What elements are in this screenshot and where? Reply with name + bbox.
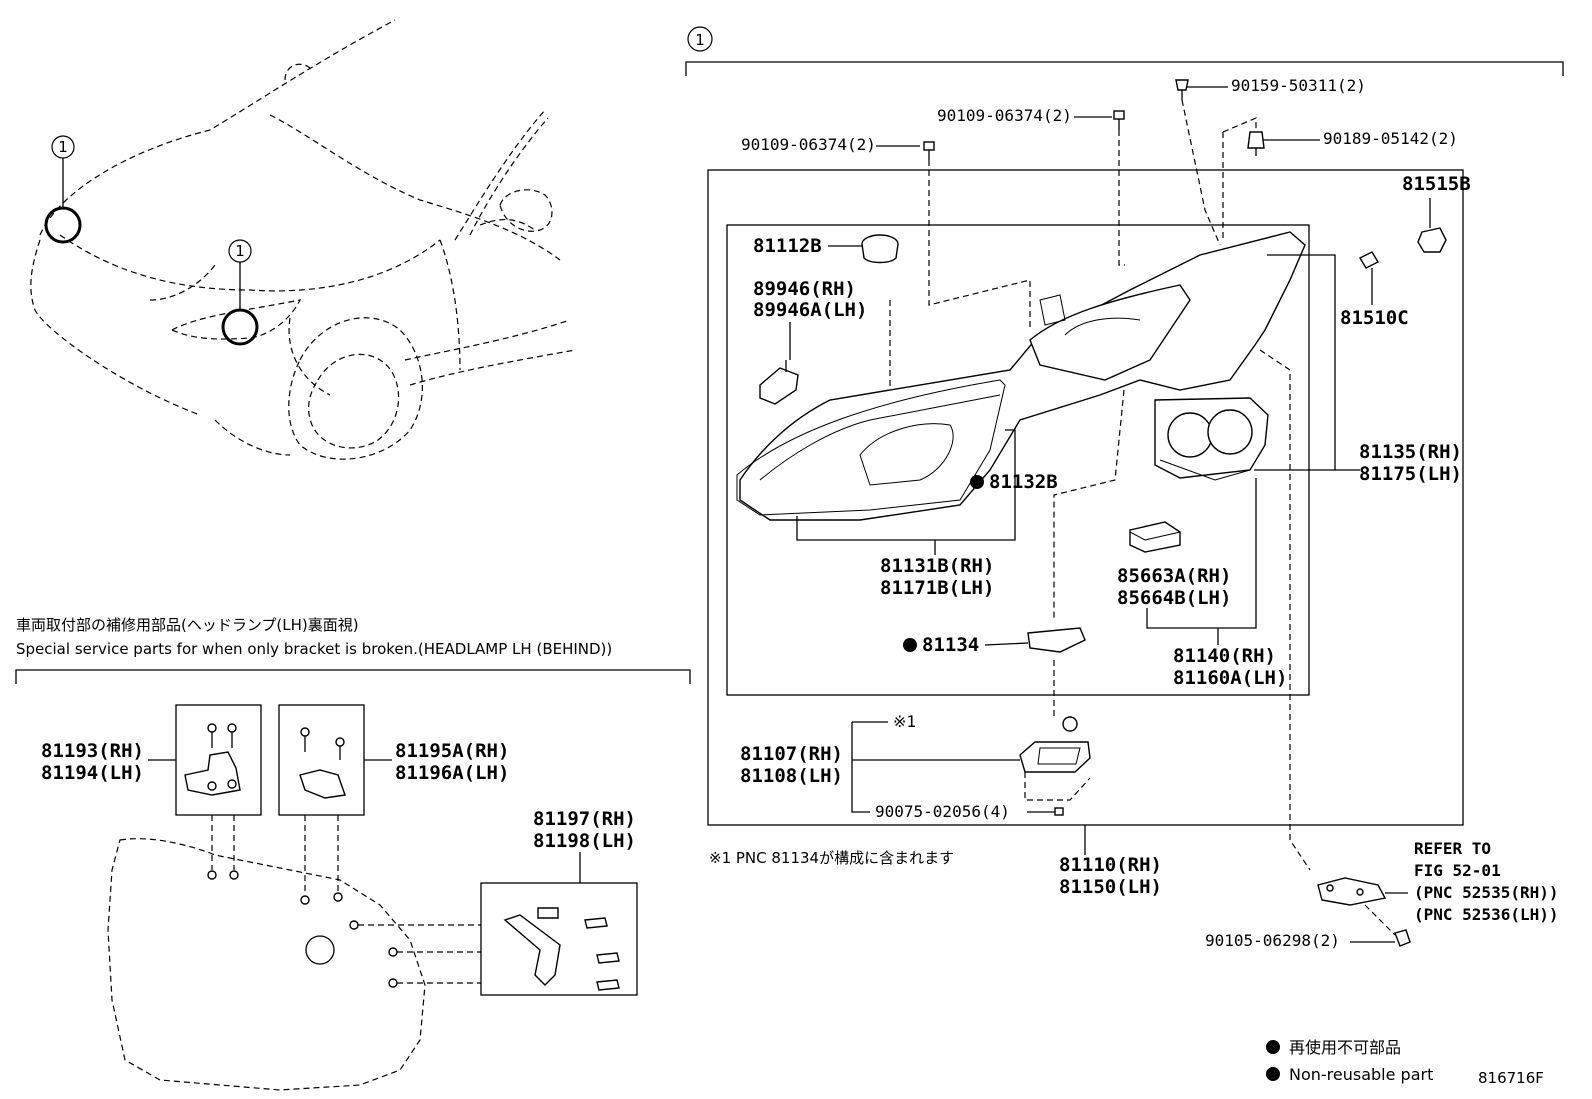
callout-1-assembly-number: 1 xyxy=(695,31,705,49)
label-computer-lh: 85664B(LH) xyxy=(1117,587,1231,609)
label-kit-b-lh: 81196A(LH) xyxy=(395,762,509,784)
computer-module-icon xyxy=(1129,521,1181,553)
non-reusable-dot xyxy=(970,475,984,489)
label-ballast-lh: 81108(LH) xyxy=(740,765,843,787)
headlamp-housing-icon xyxy=(739,231,1306,521)
service-parts-section: 車両取付部の補修用部品(ヘッドランプ(LH)裏面視) Special servi… xyxy=(15,616,691,1091)
refer-line-1: REFER TO xyxy=(1414,839,1491,858)
refer-line-4: (PNC 52536(LH)) xyxy=(1414,905,1559,924)
label-housing-lh: 81175(LH) xyxy=(1359,463,1462,485)
screw-icon xyxy=(1113,110,1125,130)
projector-unit-icon xyxy=(1154,397,1269,481)
bracket-kit-a-icon xyxy=(184,723,241,796)
label-headlamp-lh: 81150(LH) xyxy=(1059,876,1162,898)
kit-c-box xyxy=(480,882,638,996)
label-ballast-note-mark: ※1 xyxy=(893,712,916,731)
bulb-socket-icon xyxy=(1417,227,1447,253)
label-ballast-rh: 81107(RH) xyxy=(740,743,843,765)
assembly-inner-box xyxy=(726,224,1310,696)
gasket-ring-icon xyxy=(1027,627,1086,653)
callout-1-left-number: 1 xyxy=(58,138,68,156)
legend-non-reusable-en: Non-reusable part xyxy=(1289,1065,1433,1084)
label-clip-top: 90159-50311(2) xyxy=(1231,76,1366,95)
label-lens-lh: 81171B(LH) xyxy=(880,577,994,599)
label-bolt-bracket: 90105-06298(2) xyxy=(1205,931,1340,950)
label-computer-rh: 85663A(RH) xyxy=(1117,565,1231,587)
label-screw-ballast: 90075-02056(4) xyxy=(875,802,1010,821)
callout-1-assembly xyxy=(687,26,713,52)
label-unit-rh: 81140(RH) xyxy=(1173,645,1276,667)
non-reusable-dot xyxy=(1266,1040,1280,1054)
label-sensor-rh: 89946(RH) xyxy=(753,278,856,300)
ballast-icon xyxy=(1019,716,1091,801)
non-reusable-dot xyxy=(903,638,917,652)
label-bulb-socket: 81515B xyxy=(1402,173,1471,195)
label-grommet: 81112B xyxy=(753,235,822,257)
bracket-icon xyxy=(1317,877,1387,906)
service-title-en: Special service parts for when only brac… xyxy=(16,640,612,658)
callout-1-left xyxy=(51,135,75,159)
label-bulb: 81510C xyxy=(1340,307,1409,329)
label-headlamp-rh: 81110(RH) xyxy=(1059,854,1162,876)
note-1: ※1 PNC 81134が構成に含まれます xyxy=(709,849,954,867)
callout-1-right-number: 1 xyxy=(235,242,245,260)
label-kit-c-lh: 81198(LH) xyxy=(533,830,636,852)
refer-line-2: FIG 52-01 xyxy=(1414,861,1501,880)
lens-gasket-icon xyxy=(736,379,1006,516)
car-front-view: 1 1 xyxy=(30,19,576,460)
bracket-kit-b-icon xyxy=(299,727,346,799)
screw-icon xyxy=(1054,807,1064,816)
label-screw-b: 90109-06374(2) xyxy=(937,106,1072,125)
legend: 再使用不可部品 Non-reusable part 816716F xyxy=(1266,1038,1544,1087)
label-kit-a-lh: 81194(LH) xyxy=(41,762,144,784)
clip-icon xyxy=(1247,131,1265,156)
screw-icon xyxy=(923,141,935,160)
sensor-icon xyxy=(759,360,799,405)
label-housing-rh: 81135(RH) xyxy=(1359,441,1462,463)
legend-non-reusable-jp: 再使用不可部品 xyxy=(1289,1038,1401,1057)
label-kit-a-rh: 81193(RH) xyxy=(41,740,144,762)
refer-line-3: (PNC 52535(RH)) xyxy=(1414,883,1559,902)
label-screw-a: 90109-06374(2) xyxy=(741,135,876,154)
bracket-kit-c-icon xyxy=(503,907,620,991)
grommet-icon xyxy=(861,234,899,264)
non-reusable-dot xyxy=(1266,1067,1280,1081)
label-gasket: 81134 xyxy=(922,634,979,656)
bolt-icon xyxy=(1394,929,1411,947)
kit-b-box xyxy=(278,704,365,816)
figure-id: 816716F xyxy=(1478,1069,1544,1087)
label-kit-b-rh: 81195A(RH) xyxy=(395,740,509,762)
label-clip-right: 90189-05142(2) xyxy=(1323,129,1458,148)
label-unit-lh: 81160A(LH) xyxy=(1173,667,1287,689)
label-gasket-b: 81132B xyxy=(989,471,1058,493)
label-sensor-lh: 89946A(LH) xyxy=(753,299,867,321)
label-kit-c-rh: 81197(RH) xyxy=(533,808,636,830)
callout-1-right xyxy=(228,239,252,263)
bulb-icon xyxy=(1359,251,1379,269)
label-lens-rh: 81131B(RH) xyxy=(880,555,994,577)
clip-icon xyxy=(1175,79,1189,100)
service-title-jp: 車両取付部の補修用部品(ヘッドランプ(LH)裏面視) xyxy=(16,616,359,634)
headlamp-assembly: 1 90109-06374(2) 90109-06374(2) 90159-50… xyxy=(685,26,1564,950)
